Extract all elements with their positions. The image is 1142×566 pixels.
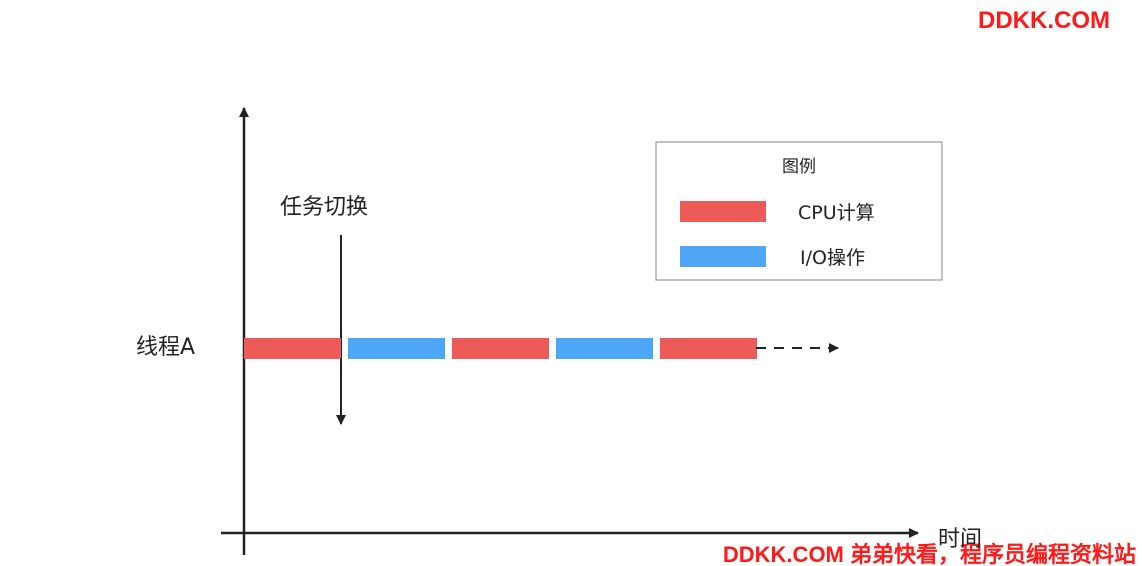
legend: 图例 CPU计算 I/O操作	[655, 141, 943, 281]
legend-swatch-cpu	[680, 201, 766, 222]
x-axis-label: 时间	[938, 527, 982, 552]
timeline-segment-cpu	[452, 338, 549, 359]
task-switch-label: 任务切换	[280, 195, 368, 220]
thread-a-timeline	[244, 338, 757, 359]
watermark-bottom: DDKK.COM 弟弟快看，程序员编程资料站	[723, 542, 1136, 566]
legend-title: 图例	[782, 157, 816, 177]
timeline-segment-cpu	[660, 338, 757, 359]
legend-label-cpu: CPU计算	[798, 202, 875, 224]
timeline-segment-io	[556, 338, 653, 359]
legend-label-io: I/O操作	[800, 247, 865, 269]
legend-swatch-io	[680, 246, 766, 267]
timeline-segment-io	[348, 338, 445, 359]
y-axis-label: 线程A	[136, 335, 195, 360]
timeline-segment-cpu	[244, 338, 341, 359]
watermark-top: DDKK.COM	[978, 7, 1110, 34]
